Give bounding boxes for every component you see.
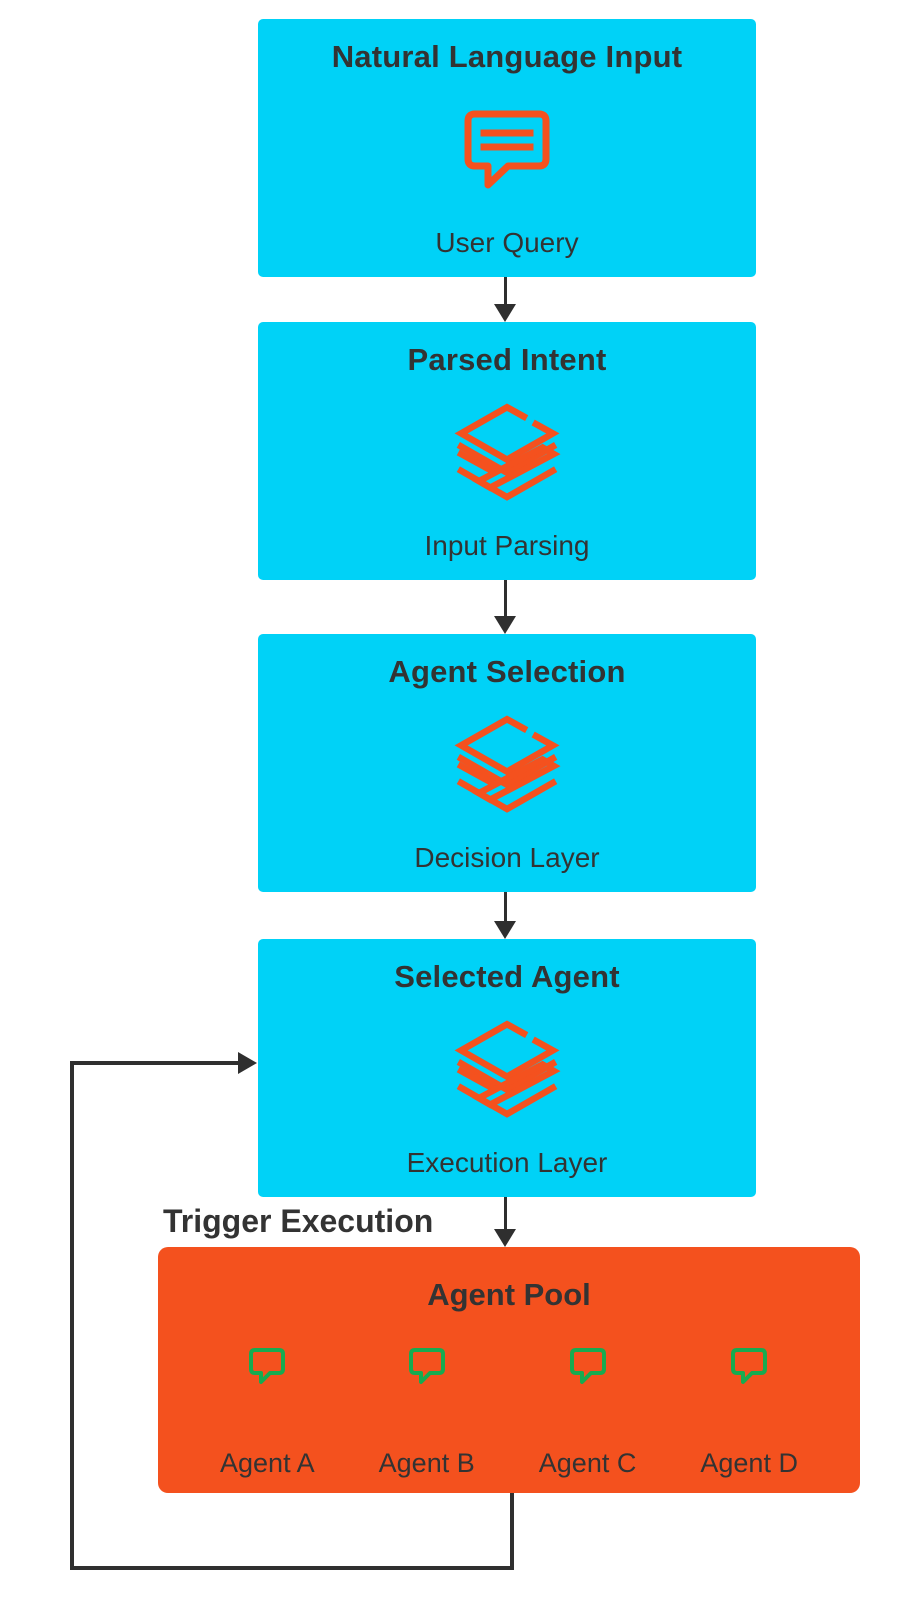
node-title: Agent Selection bbox=[388, 654, 626, 689]
agent-b: Agent B bbox=[379, 1345, 475, 1479]
node-title: Natural Language Input bbox=[331, 39, 683, 74]
arrow-shaft bbox=[503, 580, 507, 618]
chat-bubble-icon bbox=[405, 1345, 449, 1392]
arrow-head-down-icon bbox=[494, 1229, 516, 1247]
agent-d: Agent D bbox=[700, 1345, 798, 1479]
node-label: Input Parsing bbox=[424, 530, 590, 561]
agent-c: Agent C bbox=[538, 1345, 637, 1479]
flow-arrow-1 bbox=[494, 277, 516, 322]
chat-bubble-icon bbox=[566, 1345, 610, 1392]
arrow-shaft bbox=[503, 277, 507, 306]
layers-icon bbox=[449, 1018, 565, 1124]
agent-pool-row: Agent A Agent B Agent C bbox=[188, 1345, 830, 1479]
flow-arrow-4 bbox=[494, 1197, 516, 1247]
agent-pool-box: Agent Pool Agent A Agent B bbox=[158, 1247, 860, 1493]
arrow-head-right-icon bbox=[238, 1052, 257, 1074]
node-natural-language-input: Natural Language Input User Query bbox=[258, 19, 756, 277]
node-selected-agent: Selected Agent Execution Layer bbox=[258, 939, 756, 1197]
node-label: User Query bbox=[435, 227, 579, 258]
feedback-loop-segment-down bbox=[510, 1493, 514, 1570]
agent-label: Agent B bbox=[378, 1448, 475, 1478]
chat-bubble-icon bbox=[727, 1345, 771, 1392]
node-label: Decision Layer bbox=[414, 842, 600, 873]
chat-bubble-icon bbox=[245, 1345, 289, 1392]
agent-pool-title: Agent Pool bbox=[427, 1277, 591, 1312]
arrow-head-down-icon bbox=[494, 616, 516, 634]
agent-label: Agent D bbox=[700, 1448, 798, 1478]
arrow-head-down-icon bbox=[494, 304, 516, 322]
chat-icon bbox=[461, 108, 553, 194]
feedback-loop-segment-bottom bbox=[70, 1566, 514, 1570]
arrow-shaft bbox=[503, 892, 507, 923]
flow-arrow-3 bbox=[494, 892, 516, 939]
feedback-loop-segment-up bbox=[70, 1061, 74, 1570]
node-title: Selected Agent bbox=[394, 959, 620, 994]
agent-label: Agent A bbox=[220, 1448, 315, 1478]
node-title: Parsed Intent bbox=[407, 342, 607, 377]
arrow-shaft bbox=[503, 1197, 507, 1231]
trigger-execution-label: Trigger Execution bbox=[163, 1203, 434, 1239]
flow-arrow-2 bbox=[494, 580, 516, 634]
node-parsed-intent: Parsed Intent Input Parsing bbox=[258, 322, 756, 580]
arrow-head-down-icon bbox=[494, 921, 516, 939]
layers-icon bbox=[449, 713, 565, 819]
node-label: Execution Layer bbox=[406, 1147, 608, 1178]
agent-a: Agent A bbox=[220, 1345, 315, 1479]
layers-icon bbox=[449, 401, 565, 507]
feedback-loop-segment-right bbox=[70, 1061, 238, 1065]
agent-label: Agent C bbox=[538, 1448, 637, 1478]
node-agent-selection: Agent Selection Decision Layer bbox=[258, 634, 756, 892]
